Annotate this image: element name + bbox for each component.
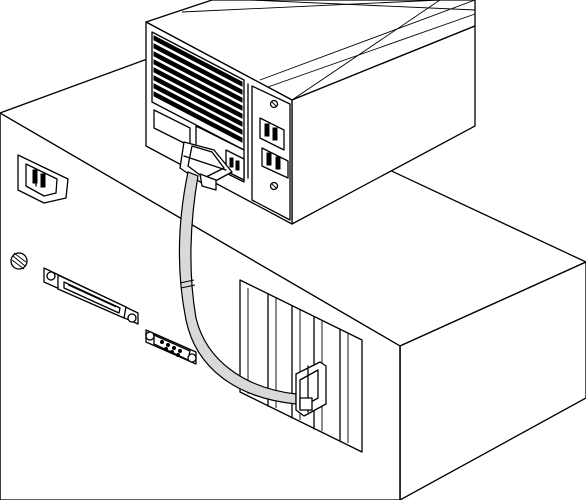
- round-connector-icon: [11, 253, 27, 269]
